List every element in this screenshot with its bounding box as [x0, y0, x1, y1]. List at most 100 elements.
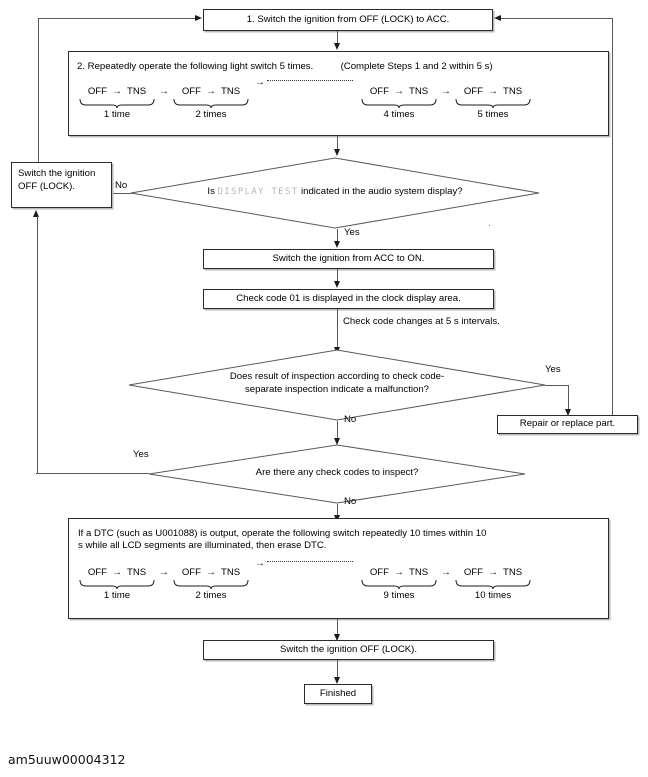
seq-top-step-2-tns: TNS — [221, 86, 241, 97]
decision-display-test-prefix: Is — [207, 186, 215, 197]
decision2-no-arrowhead — [333, 438, 340, 445]
arrow-final-finished — [333, 677, 340, 684]
repair-box: Repair or replace part. — [497, 415, 638, 434]
step2-panel: 2. Repeatedly operate the following ligh… — [68, 51, 609, 136]
seq-top-step-4: OFF → TNS 4 times — [361, 86, 437, 121]
underbrace-icon — [455, 98, 531, 108]
seq-bottom-step-1-tns: TNS — [127, 567, 147, 578]
seq-top-step-4-tns: TNS — [409, 86, 429, 97]
step1-label: 1. Switch the ignition from OFF (LOCK) t… — [246, 13, 450, 25]
seq-bottom-step-1-off: OFF — [87, 567, 107, 578]
seq-join-icon: → — [159, 86, 169, 97]
finished-box: Finished — [304, 684, 372, 704]
seq-arrow-icon: → — [394, 86, 404, 97]
seq-top-step-5-caption: 5 times — [477, 108, 509, 120]
decision-malfunction-line1: Does result of inspection according to c… — [229, 371, 445, 382]
check-code-box: Check code 01 is displayed in the clock … — [203, 289, 494, 309]
seq-join-icon: → — [159, 567, 169, 578]
seq-arrow-icon: → — [488, 86, 498, 97]
decision2-yes-line-v — [567, 385, 569, 411]
decision1-no-line — [112, 193, 132, 194]
decision1-yes-label: Yes — [344, 227, 360, 238]
seq-ellipsis-dots-icon — [267, 79, 353, 81]
switch-sequence-bottom: OFF → TNS 1 time → OFF — [79, 558, 599, 602]
connector-acc-checkcode — [337, 269, 338, 283]
underbrace-icon — [79, 98, 155, 108]
decision2-no-line — [337, 421, 338, 441]
decision3-no-line — [337, 504, 338, 518]
acc-to-on-label: Switch the ignition from ACC to ON. — [272, 252, 425, 264]
loop-right-vertical — [611, 18, 613, 415]
seq-arrow-icon: → — [112, 567, 122, 578]
decision-malfunction: Does result of inspection according to c… — [128, 349, 546, 421]
seq-top-step-2-caption: 2 times — [195, 108, 227, 120]
underbrace-icon — [361, 98, 437, 108]
decision-more-codes-shape — [148, 444, 526, 504]
connector-checkcode-decision2 — [337, 309, 338, 349]
decision2-yes-label: Yes — [545, 364, 561, 375]
connector-final-finished — [337, 660, 338, 680]
ignition-off-box: Switch the ignition OFF (LOCK). — [11, 162, 112, 208]
seq-top-step-1: OFF → TNS 1 time — [79, 86, 155, 121]
seq-bottom-step-10-tns: TNS — [503, 567, 523, 578]
decision2-yes-line-h — [545, 385, 568, 386]
seq-bottom-step-10-caption: 10 times — [474, 589, 512, 601]
decision-display-test-suffix: indicated in the audio system display? — [301, 186, 463, 197]
seq-bottom-step-9: OFF → TNS 9 times — [361, 567, 437, 602]
loop-left-vertical-bottom — [36, 216, 38, 474]
seq-ellipsis-dots-icon — [267, 560, 353, 562]
seq-bottom-step-10: OFF → TNS 10 times — [455, 567, 531, 602]
finished-label: Finished — [319, 687, 357, 699]
decision2-yes-arrowhead — [564, 409, 571, 416]
loop-right-top-line — [501, 18, 612, 19]
loop-left-vertical-top — [38, 18, 39, 162]
decision-more-codes: Are there any check codes to inspect? — [148, 444, 526, 504]
seq-join-icon: → — [441, 567, 451, 578]
seq-top-step-1-tns: TNS — [127, 86, 147, 97]
underbrace-icon — [173, 98, 249, 108]
seq-top-step-4-off: OFF — [369, 86, 389, 97]
decision-display-test-shape — [130, 157, 540, 229]
seq-bottom-step-1-caption: 1 time — [103, 589, 131, 601]
dtc-line2: s while all LCD segments are illuminated… — [78, 540, 327, 552]
seq-arrow-icon: → — [206, 567, 216, 578]
seq-bottom-step-1: OFF → TNS 1 time — [79, 567, 155, 602]
connector-dtc-final — [337, 619, 338, 639]
connector-step1-step2 — [337, 31, 338, 46]
decision-more-codes-label: Are there any check codes to inspect? — [255, 467, 419, 478]
decision3-yes-line — [36, 473, 149, 474]
seq-top-step-1-caption: 1 time — [103, 108, 131, 120]
step2-heading: 2. Repeatedly operate the following ligh… — [77, 61, 314, 72]
arrow-acc-checkcode — [333, 281, 340, 288]
seq-arrow-icon: → — [112, 86, 122, 97]
decision3-no-label: No — [344, 496, 357, 507]
final-ignition-off-label: Switch the ignition OFF (LOCK). — [279, 643, 418, 655]
loop-left-arrowhead — [195, 14, 202, 21]
switch-sequence-top: OFF → TNS 1 time → O — [79, 77, 599, 121]
seq-join-icon: → — [441, 86, 451, 97]
seq-bottom-step-10-off: OFF — [463, 567, 483, 578]
seq-bottom-step-2: OFF → TNS 2 times — [173, 567, 249, 602]
seq-top-step-2-off: OFF — [181, 86, 201, 97]
arrow-step1-step2 — [333, 43, 340, 50]
decision-malfunction-label: Does result of inspection according to c… — [128, 371, 546, 396]
decision-malfunction-line2: separate inspection indicate a malfuncti… — [245, 383, 429, 395]
arrow-into-ignition-off — [33, 210, 39, 217]
repair-label: Repair or replace part. — [519, 418, 616, 430]
underbrace-icon — [455, 579, 531, 589]
dtc-line1: If a DTC (such as U001088) is output, op… — [78, 528, 487, 539]
scan-artifact-dot — [489, 225, 490, 226]
display-test-lcd-text: DISPLAY TEST — [217, 186, 299, 197]
seq-top-step-4-caption: 4 times — [383, 108, 415, 120]
decision1-yes-arrowhead — [333, 241, 340, 248]
arrow-dtc-final — [333, 634, 340, 641]
check-code-label: Check code 01 is displayed in the clock … — [236, 292, 461, 304]
decision1-yes-line — [337, 229, 338, 243]
underbrace-icon — [173, 579, 249, 589]
seq-top-step-5-off: OFF — [463, 86, 483, 97]
seq-ellipsis-arrow-icon: → — [255, 77, 265, 88]
seq-arrow-icon: → — [206, 86, 216, 97]
decision-display-test-label: Is DISPLAY TEST indicated in the audio s… — [130, 186, 540, 199]
seq-top-step-5: OFF → TNS 5 times — [455, 86, 531, 121]
